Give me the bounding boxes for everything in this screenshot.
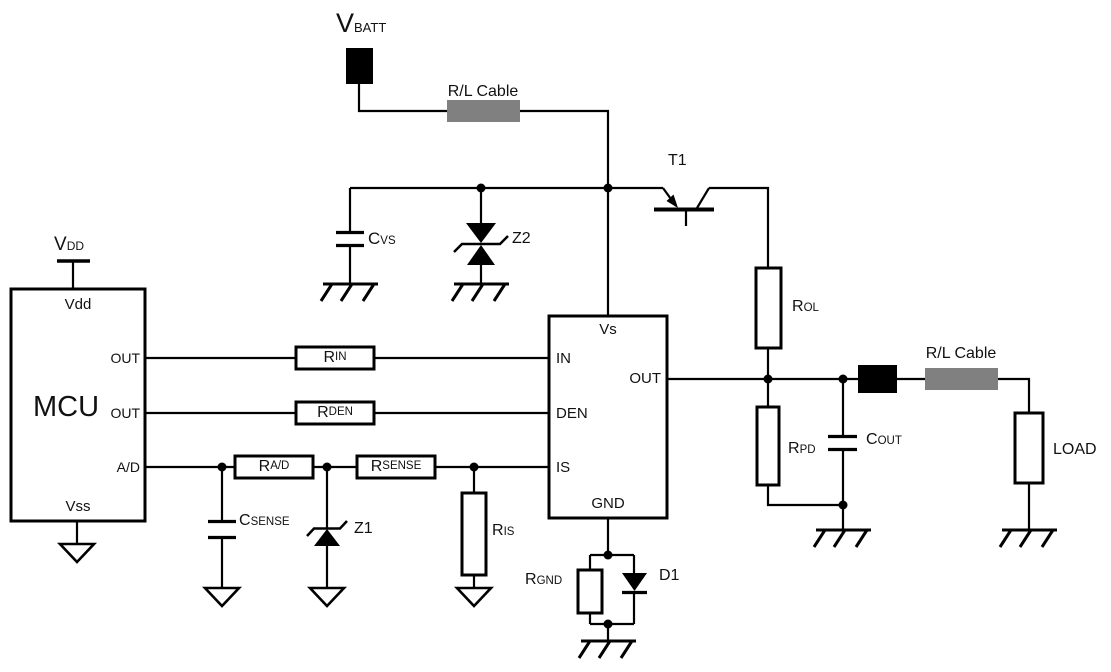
d1-diode — [622, 573, 647, 595]
ground-z1 — [306, 586, 348, 608]
connector-block — [858, 365, 897, 393]
rol-resistor — [754, 266, 783, 350]
cable-top-label: R/L Cable — [447, 83, 519, 100]
ground-load — [998, 528, 1057, 548]
rgnd-resistor — [576, 568, 604, 615]
ground-cvs — [319, 282, 378, 302]
ic-pin-den: DEN — [556, 405, 588, 422]
cvs-label: CVS — [368, 229, 396, 248]
cout-label: COUT — [866, 431, 902, 448]
signal-grounds — [56, 542, 495, 608]
mcu-title: MCU — [32, 391, 100, 423]
ris-resistor — [460, 491, 488, 577]
z2-label: Z2 — [512, 230, 531, 247]
capacitors — [208, 230, 857, 540]
rad-resistor — [233, 454, 315, 480]
rpd-resistor — [755, 405, 781, 487]
wire-t1-rol — [709, 186, 770, 379]
d1-label: D1 — [659, 567, 680, 584]
cable-right-body — [925, 368, 998, 390]
z2-tvs-diode — [453, 223, 509, 265]
vbatt-label: VBATT — [336, 8, 387, 38]
ris-label: RIS — [492, 522, 515, 539]
cvs-capacitor — [336, 230, 364, 248]
ground-mcu — [56, 542, 98, 564]
rgnd-label: RGND — [525, 571, 563, 588]
mcu-pin-ad: A/D — [116, 459, 140, 475]
mcu-pin-out2: OUT — [110, 405, 140, 421]
ic-pin-vs: Vs — [599, 321, 617, 338]
vdd-supply-label: VDD — [54, 234, 85, 255]
ground-rgnd — [577, 639, 636, 659]
wire-mcu-power — [71, 262, 79, 544]
ic-pin-gnd: GND — [591, 495, 625, 512]
ground-ris — [453, 586, 495, 608]
ic-pin-is: IS — [556, 459, 571, 476]
ic-pin-out: OUT — [629, 370, 661, 387]
rin-resistor — [294, 345, 376, 371]
ic-pin-in: IN — [556, 350, 571, 367]
cable-top-body — [447, 100, 520, 122]
chassis-grounds — [319, 282, 1057, 659]
mcu-box — [9, 287, 147, 523]
csense-label: CSENSE — [239, 512, 290, 529]
load-label: LOAD — [1053, 441, 1097, 458]
ground-csense — [201, 586, 243, 608]
rol-label: ROL — [792, 298, 819, 315]
vbatt-terminal — [346, 48, 373, 84]
mcu-pin-out1: OUT — [110, 350, 140, 366]
ground-cout — [812, 528, 871, 548]
z1-label: Z1 — [354, 520, 373, 537]
mcu-pin-vdd: Vdd — [64, 296, 92, 313]
rsense-resistor — [355, 454, 437, 480]
component-boxes — [9, 266, 1045, 615]
cable-right-label: R/L Cable — [925, 345, 997, 362]
t1-label: T1 — [668, 152, 687, 169]
mcu-pin-vss: Vss — [65, 498, 91, 515]
ground-z2 — [450, 282, 509, 302]
t1-transistor — [654, 187, 714, 226]
wire-rpd — [766, 379, 843, 507]
cout-capacitor — [828, 434, 857, 452]
rden-resistor — [294, 400, 376, 426]
ic-box — [547, 314, 669, 520]
csense-capacitor — [208, 519, 236, 540]
junction-dots — [217, 183, 848, 629]
wire-out-rail — [667, 377, 1031, 530]
z1-zener-diode — [306, 520, 348, 546]
rpd-label: RPD — [788, 440, 816, 457]
t1-emitter-arrow — [666, 194, 678, 208]
load-box — [1013, 411, 1045, 485]
